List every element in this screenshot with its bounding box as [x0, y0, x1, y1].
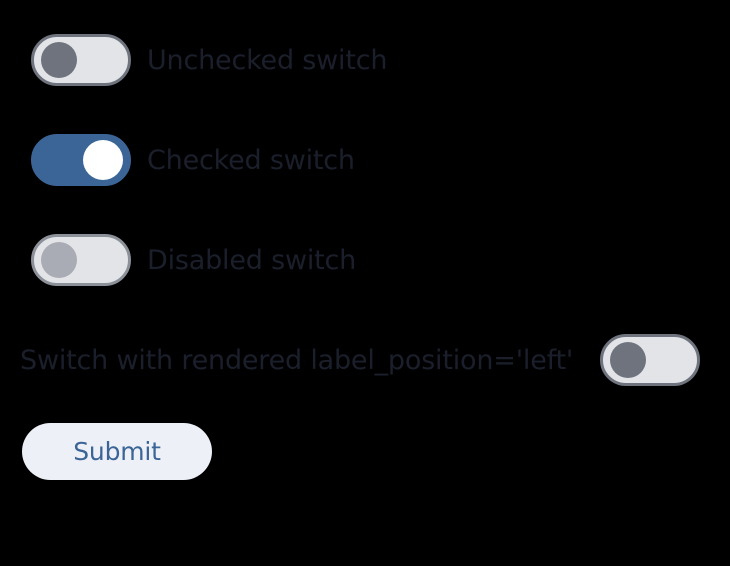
switch-row-unchecked: Unchecked switch: [31, 34, 387, 86]
switch-thumb-icon: [83, 140, 123, 180]
toggle-switch-label-left[interactable]: [600, 334, 700, 386]
switch-row-checked: Checked switch: [31, 134, 355, 186]
switch-label-unchecked: Unchecked switch: [147, 44, 388, 76]
switch-label-checked: Checked switch: [147, 144, 355, 176]
switch-row-label-left: Switch with rendered label_position='lef…: [20, 334, 700, 386]
toggle-switch-disabled: [31, 234, 131, 286]
switch-row-disabled: Disabled switch: [31, 234, 356, 286]
submit-button[interactable]: Submit: [22, 423, 212, 480]
switch-thumb-icon: [41, 242, 77, 278]
switch-label-disabled: Disabled switch: [147, 244, 357, 276]
switch-thumb-icon: [610, 342, 646, 378]
switch-label-label-left: Switch with rendered label_position='lef…: [20, 344, 574, 376]
toggle-switch-checked[interactable]: [31, 134, 131, 186]
switch-thumb-icon: [41, 42, 77, 78]
toggle-switch-unchecked[interactable]: [31, 34, 131, 86]
